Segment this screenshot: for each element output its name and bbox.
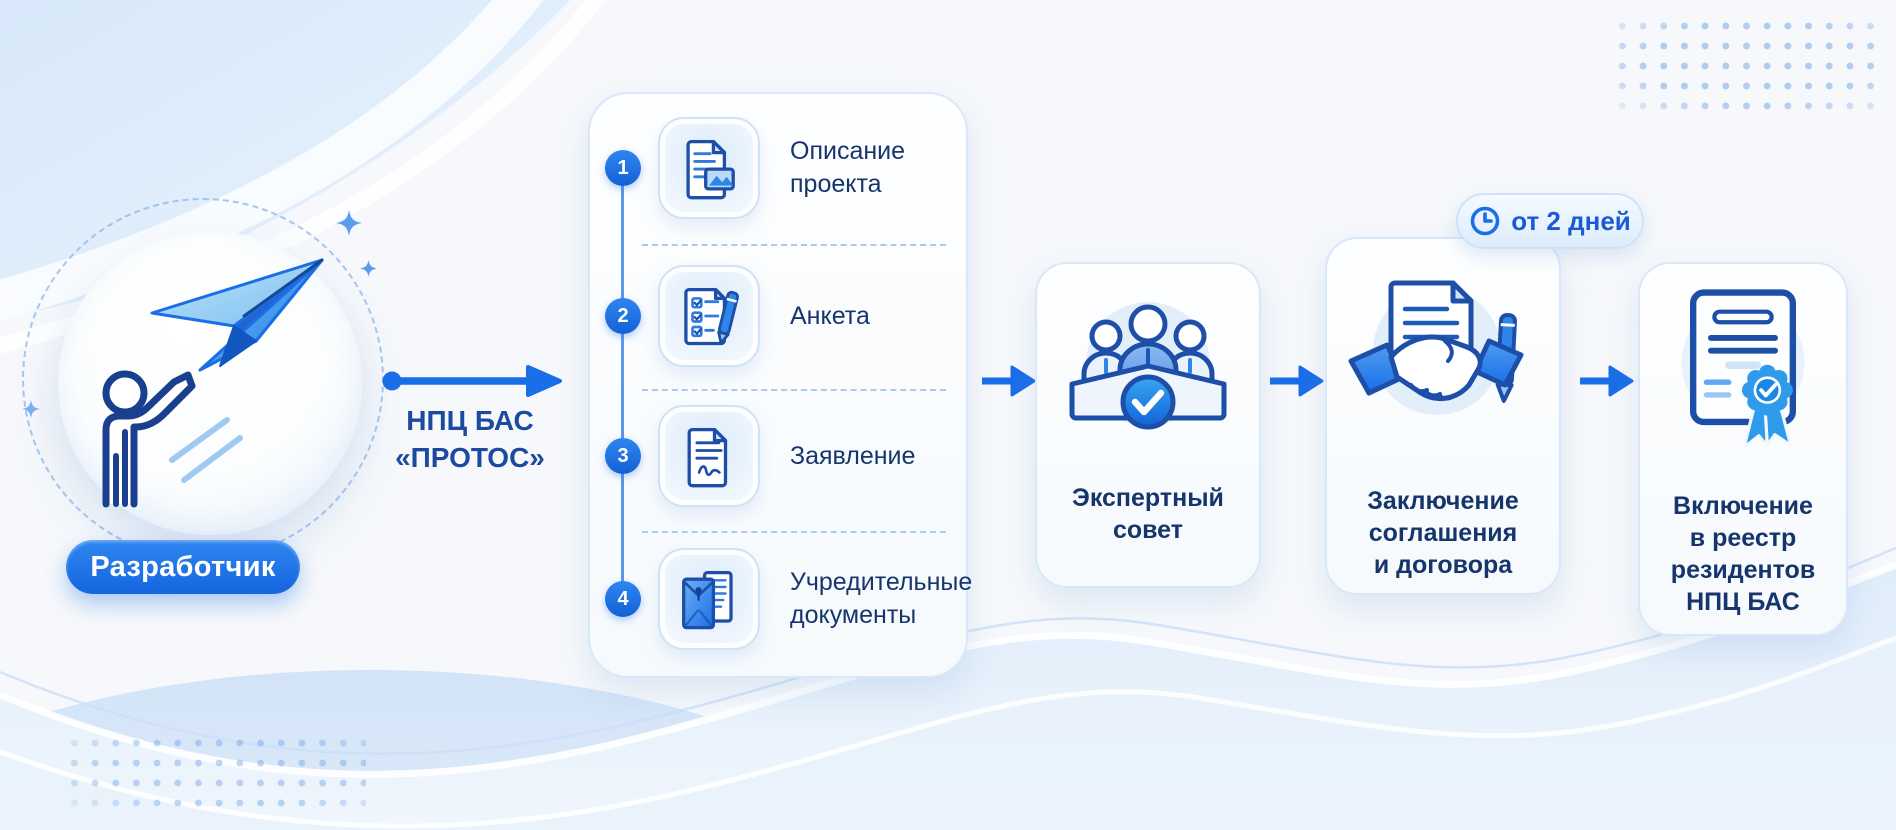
doc-icon-tile <box>658 117 760 219</box>
envelope-documents-icon <box>682 570 733 630</box>
dot-grid-bottom-left <box>64 733 366 817</box>
doc-step-label: Заявление <box>790 441 916 470</box>
step-separator <box>642 389 946 391</box>
doc-step-label: Анкета <box>790 301 870 330</box>
flow-arrow-main <box>382 365 562 397</box>
bottom-wave-front <box>0 638 1896 830</box>
sparkle-icon <box>336 210 362 236</box>
person-icon <box>102 370 196 508</box>
doc-step-label: Описание проекта <box>790 137 906 198</box>
paper-plane-icon <box>150 258 324 372</box>
step-number: 3 <box>617 444 629 467</box>
duration-badge: от 2 дней <box>1456 193 1644 249</box>
step-number-badge: 2 <box>605 298 641 334</box>
doc-icon-tile <box>658 548 760 650</box>
stage-label: Включение в реестр резидентов НПЦ БАС <box>1670 492 1816 616</box>
step-number: 1 <box>617 156 629 179</box>
step-number-badge: 3 <box>605 438 641 474</box>
expert-council-icon <box>1069 302 1227 430</box>
rosette-check <box>1741 364 1793 416</box>
documents-card: 1 Описание проекта 2 <box>588 92 973 678</box>
doc-icon-tile <box>658 265 760 367</box>
step-number-badge: 4 <box>605 581 641 617</box>
flow-arrow <box>982 365 1036 397</box>
developer-badge-label: Разработчик <box>90 550 276 583</box>
step-separator <box>642 531 946 533</box>
flow-arrow <box>1270 365 1324 397</box>
person-paper-plane-illustration <box>102 258 324 508</box>
stage-card-agreement: Заключение соглашения и договора <box>1325 237 1561 595</box>
handshake-contract-icon <box>1348 280 1524 415</box>
stage-card-registry: Включение в реестр резидентов НПЦ БАС <box>1638 262 1848 636</box>
dot-grid-top-right <box>1612 16 1874 118</box>
transfer-label: НПЦ БАС «ПРОТОС» <box>395 405 545 473</box>
flow-arrow <box>1580 365 1634 397</box>
duration-text: от 2 дней <box>1511 205 1631 236</box>
developer-badge: Разработчик <box>66 540 300 594</box>
document-signature-icon <box>687 427 728 488</box>
clock-icon <box>1470 206 1500 236</box>
doc-icon-tile <box>658 405 760 507</box>
step-number: 2 <box>617 304 629 327</box>
doc-step-label: Учредительные документы <box>790 568 973 629</box>
step-number: 4 <box>617 587 629 610</box>
checklist-pen-icon <box>684 287 739 346</box>
step-separator <box>642 244 946 246</box>
step-connector-line <box>621 168 624 600</box>
stage-card-expert: Экспертный совет <box>1035 262 1261 588</box>
certificate-ribbon-icon <box>1681 289 1805 449</box>
sparkle-icon <box>360 260 377 277</box>
document-image-icon <box>686 139 735 200</box>
sparkle-icon <box>22 400 40 418</box>
stage-label: Заключение соглашения и договора <box>1367 487 1519 579</box>
step-number-badge: 1 <box>605 150 641 186</box>
stage-label: Экспертный совет <box>1072 484 1224 544</box>
